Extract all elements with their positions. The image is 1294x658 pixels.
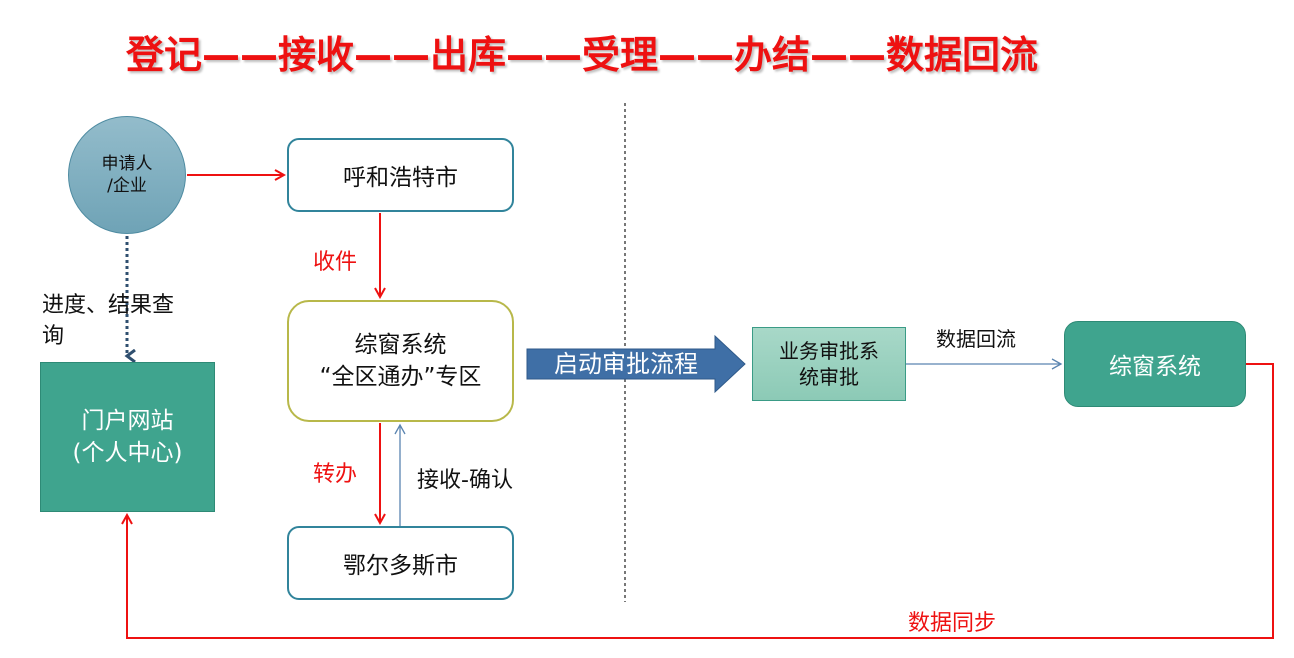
query-label-1: 进度、结果查 [42, 293, 175, 318]
zone-label-1: 综窗系统 [354, 332, 447, 358]
confirm-label: 接收-确认 [417, 468, 513, 493]
data-return-label: 数据回流 [936, 327, 1016, 351]
applicant-label-1: 申请人 [101, 154, 153, 174]
query-label-2: 询 [42, 324, 65, 349]
approval-label-2: 统审批 [799, 365, 859, 389]
arrow-data-sync [127, 363, 1274, 639]
portal-label-1: 门户网站 [81, 408, 174, 434]
start-approval-arrow [526, 334, 746, 394]
start-approval-label: 启动审批流程 [554, 350, 698, 378]
ordos-label: 鄂尔多斯市 [343, 553, 458, 579]
applicant-label-2: /企业 [107, 176, 147, 196]
approval-label-1: 业务审批系 [779, 339, 879, 363]
zongchuang-node: 综窗系统 [1064, 321, 1246, 407]
portal-label-2: (个人中心) [72, 440, 183, 466]
hohhot-node: 呼和浩特市 [287, 138, 514, 212]
portal-node: 门户网站 (个人中心) [40, 362, 215, 512]
zongchuang-zone-node: 综窗系统 “全区通办”专区 [287, 300, 514, 422]
ordos-node: 鄂尔多斯市 [287, 526, 514, 600]
process-title: 登记——接收——出库——受理——办结——数据回流 [126, 33, 1039, 77]
hohhot-label: 呼和浩特市 [343, 165, 458, 191]
receive-label: 收件 [313, 250, 358, 275]
data-sync-label: 数据同步 [908, 611, 997, 636]
applicant-node: 申请人 /企业 [68, 116, 186, 234]
transfer-label: 转办 [313, 462, 358, 487]
approval-system-node: 业务审批系 统审批 [752, 327, 906, 401]
zone-label-2: “全区通办”专区 [319, 364, 482, 390]
zongchuang-label: 综窗系统 [1109, 354, 1201, 380]
